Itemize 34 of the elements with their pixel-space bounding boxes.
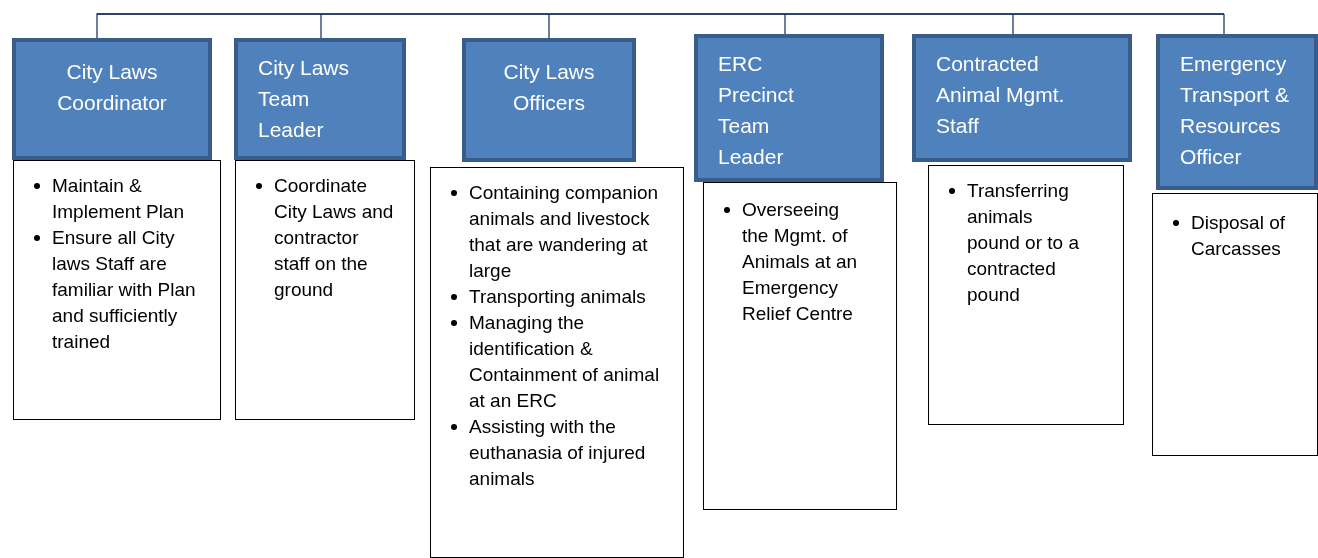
bullet-item: Transferring animals pound or to a contracted pound xyxy=(967,179,1080,307)
connector-line xyxy=(548,13,550,39)
bullet-item: Disposal of Carcasses xyxy=(1191,211,1286,261)
role-title: City Laws Officers xyxy=(502,59,596,116)
connector-line xyxy=(96,13,1225,39)
bullet-item: Ensure all City laws Staff are familiar with Plan and sufficiently trained xyxy=(52,226,197,354)
bullet-item: Assisting with the euthanasia of injured animals xyxy=(469,415,647,491)
role-box xyxy=(694,34,884,182)
bullet-item: Overseeing the Mgmt. of Animals at an Emergency Relief Centre xyxy=(742,198,859,326)
connector-line xyxy=(1223,13,1225,35)
connector-line xyxy=(320,13,322,39)
bullet-item: Containing companion animals and livestock that are wandering at large xyxy=(469,181,660,283)
connector-line xyxy=(784,13,786,35)
role-box xyxy=(462,38,636,162)
duties-box xyxy=(13,160,221,420)
role-box xyxy=(1156,34,1318,190)
role-title: City Laws Coordinator xyxy=(56,59,168,116)
bullet-item: Coordinate City Laws and contractor staff on the ground xyxy=(274,174,395,302)
connector-line xyxy=(1012,13,1014,35)
duties-box xyxy=(430,167,684,558)
duties-box xyxy=(703,182,897,510)
role-box xyxy=(912,34,1132,162)
role-title: City Laws Team Leader xyxy=(258,55,351,143)
role-title: Emergency Transport & Resources Officer xyxy=(1180,51,1290,170)
bullet-item: Managing the identification & Containment of animal at an ERC xyxy=(469,311,661,413)
role-title: Contracted Animal Mgmt. Staff xyxy=(936,51,1066,139)
bullet-item: Transporting animals xyxy=(469,285,647,309)
duties-box xyxy=(928,165,1124,425)
role-title: ERC Precinct Team Leader xyxy=(718,51,795,170)
bullet-item: Maintain & Implement Plan xyxy=(52,174,185,224)
duties-box xyxy=(1152,193,1318,456)
role-box xyxy=(12,38,212,160)
role-box xyxy=(234,38,406,160)
duties-box xyxy=(235,160,415,420)
